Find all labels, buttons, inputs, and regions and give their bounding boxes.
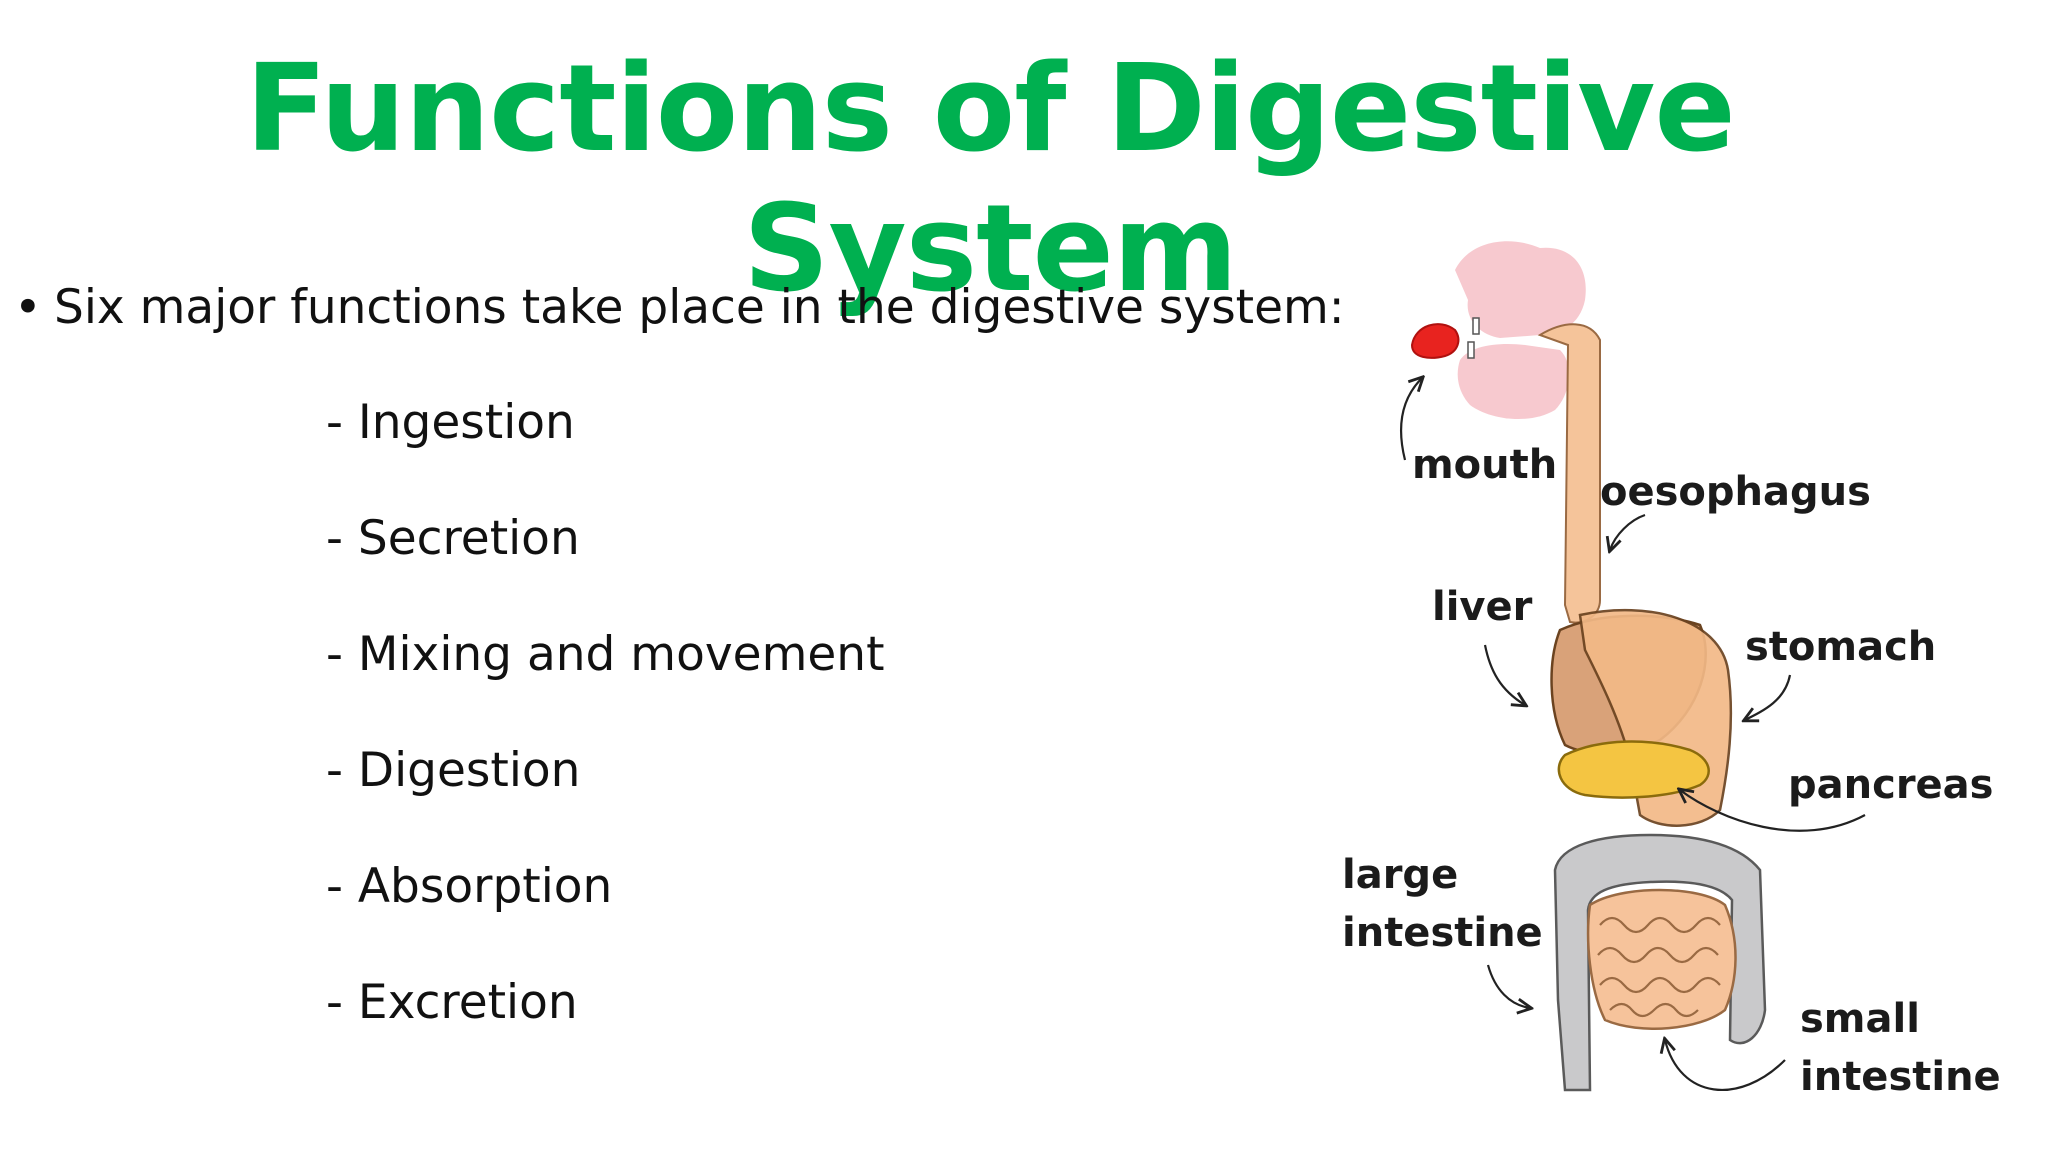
mouth-cavity-shape [1457,343,1570,420]
nasal-cavity-shape [1455,241,1586,338]
list-item: - Digestion [326,743,581,798]
list-item: - Secretion [326,511,580,566]
tongue-shape [1410,323,1460,359]
functions-list: - Ingestion - Secretion - Mixing and mov… [326,390,885,1086]
list-item: - Ingestion [326,395,575,450]
label-large-intestine-line2: intestine [1342,910,1543,956]
large-intestine-shape [1553,833,1767,1092]
list-item: - Excretion [326,975,578,1030]
label-large-intestine-line1: large [1342,852,1458,898]
upper-tooth-shape [1472,317,1480,335]
leader-arrows [1399,378,1866,1092]
intro-bullet: •Six major functions take place in the d… [14,280,1345,335]
bullet-glyph: • [14,280,42,335]
label-small-intestine-line2: intestine [1800,1054,2001,1100]
label-mouth: mouth [1412,442,1557,488]
page-title: Functions of Digestive System [245,40,1736,319]
digestive-system-diagram: mouth oesophagus liver stomach pancreas … [1342,241,2001,1100]
pancreas-shape [1557,740,1710,799]
oesophagus-shape [1537,323,1601,624]
label-liver: liver [1432,584,1533,630]
intro-text: Six major functions take place in the di… [54,280,1345,335]
list-item: - Mixing and movement [326,627,885,682]
label-pancreas: pancreas [1788,762,1993,808]
label-stomach: stomach [1745,624,1936,670]
small-intestine-shape [1586,888,1737,1030]
intestine-coils [1597,916,1721,1018]
label-small-intestine-line1: small [1800,996,1920,1042]
list-item: - Absorption [326,859,613,914]
lower-tooth-shape [1467,341,1475,359]
label-oesophagus: oesophagus [1600,469,1871,515]
